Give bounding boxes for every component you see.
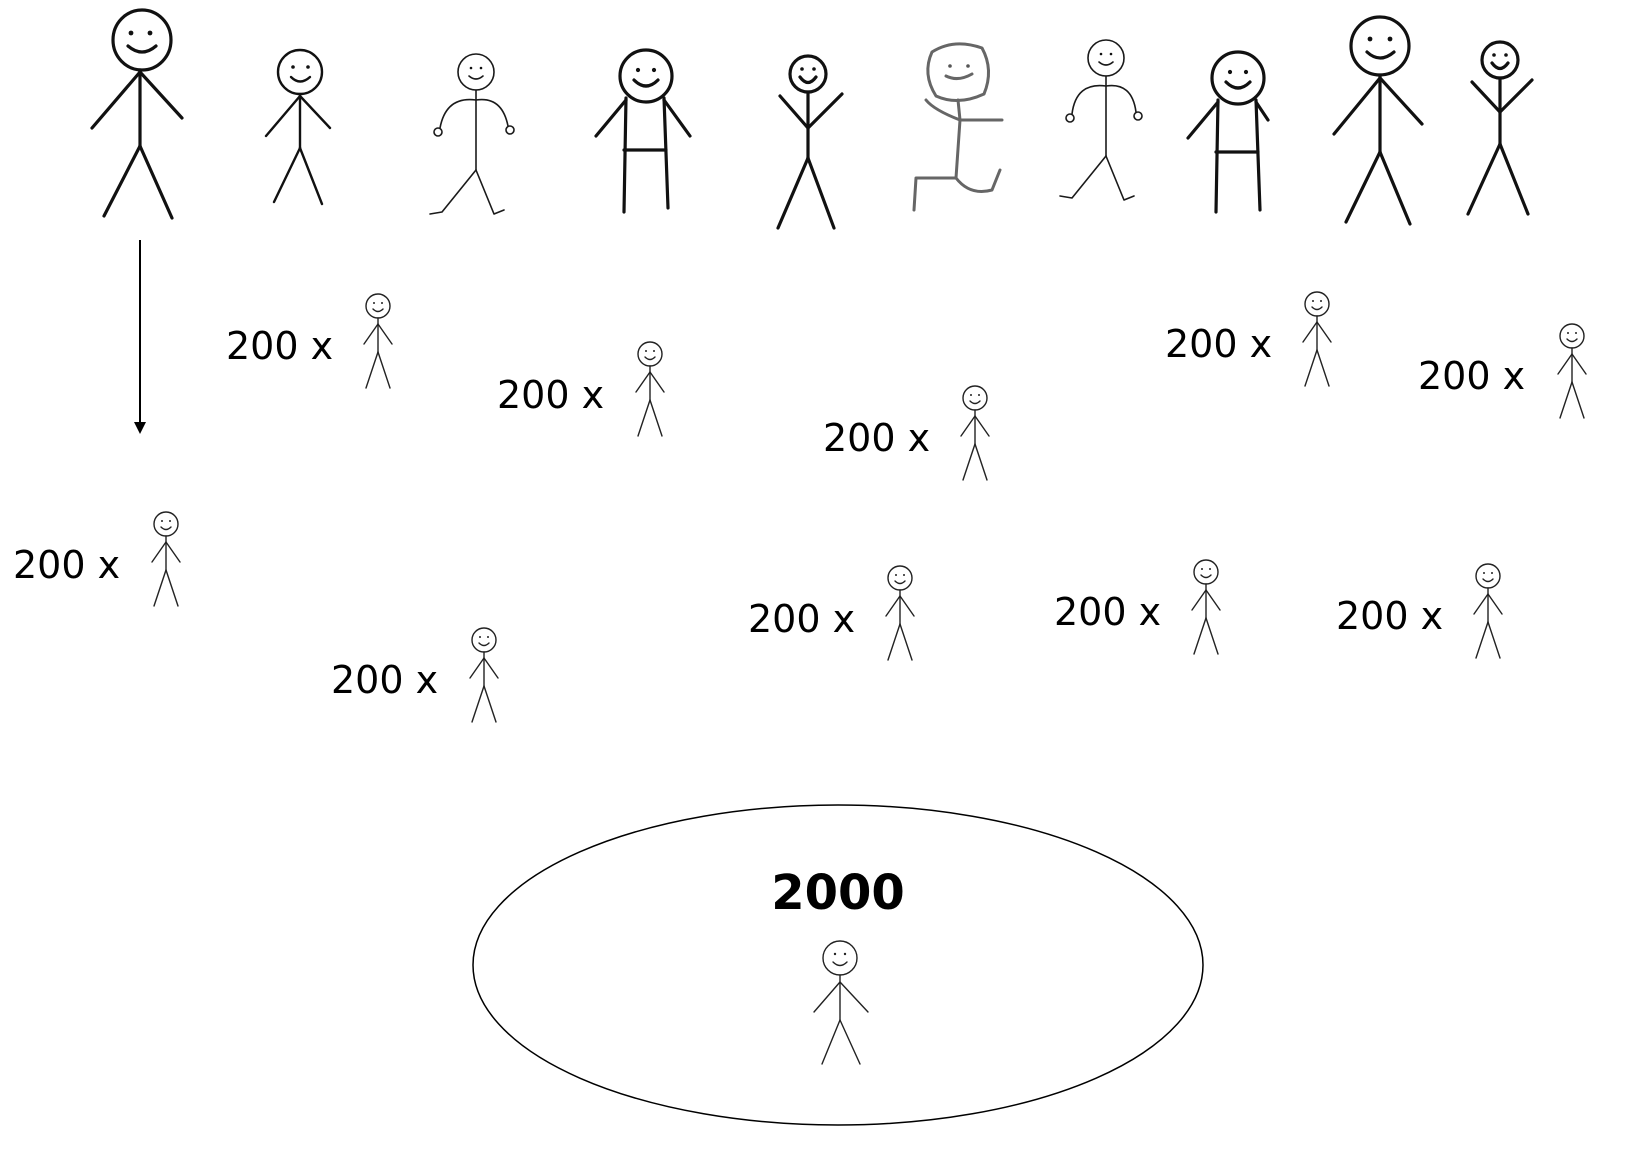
total-ellipse xyxy=(472,804,1204,1126)
stick-figure-4 xyxy=(594,48,692,214)
stick-figure-8 xyxy=(1186,50,1270,214)
group-tokens: 200 x 200 x 200 x 200 x 200 x 200 x 200 … xyxy=(13,291,1587,723)
stick-figure-10 xyxy=(1466,40,1534,216)
group-count-label: 200 x xyxy=(1418,354,1525,398)
individual-figures-row xyxy=(90,8,1534,230)
group-count-label: 200 x xyxy=(1165,322,1272,366)
group-token-7: 200 x xyxy=(331,627,499,723)
total-group: 2000 xyxy=(472,804,1204,1126)
total-count-label: 2000 xyxy=(771,865,905,921)
group-count-label: 200 x xyxy=(823,416,930,460)
group-count-label: 200 x xyxy=(1336,594,1443,638)
group-count-label: 200 x xyxy=(13,543,120,587)
group-token-6: 200 x xyxy=(13,511,181,607)
group-count-label: 200 x xyxy=(226,324,333,368)
group-token-5: 200 x xyxy=(1418,323,1587,419)
group-token-3: 200 x xyxy=(823,385,990,481)
stick-figure-7 xyxy=(1059,39,1143,201)
stick-figure-1 xyxy=(90,8,184,220)
group-token-9: 200 x xyxy=(1054,559,1221,655)
stick-figure-2 xyxy=(264,48,332,206)
group-token-4: 200 x xyxy=(1165,291,1332,387)
group-token-8: 200 x xyxy=(748,565,915,661)
group-count-label: 200 x xyxy=(331,658,438,702)
stick-figure-6 xyxy=(912,42,1004,212)
group-token-1: 200 x xyxy=(226,293,393,389)
group-count-label: 200 x xyxy=(1054,590,1161,634)
total-figure xyxy=(813,940,869,1065)
stick-figure-3 xyxy=(429,53,515,215)
group-token-10: 200 x xyxy=(1336,563,1503,659)
stick-figure-9 xyxy=(1332,15,1424,226)
group-token-2: 200 x xyxy=(497,341,665,437)
stick-figure-5 xyxy=(776,54,844,230)
group-count-label: 200 x xyxy=(748,597,855,641)
group-count-label: 200 x xyxy=(497,373,604,417)
